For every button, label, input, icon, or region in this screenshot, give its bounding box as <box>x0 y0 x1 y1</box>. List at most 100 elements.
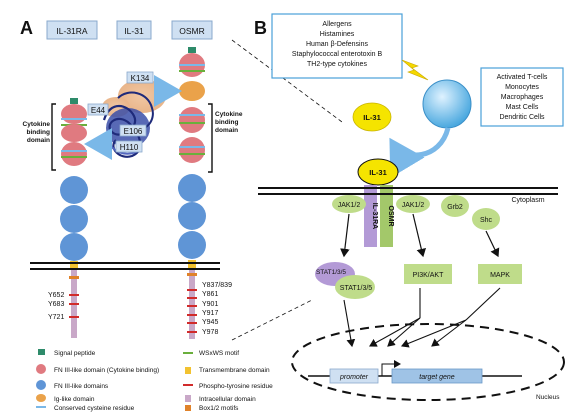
legend-item: Signal peptide <box>38 349 96 357</box>
cell-type-item: Dendritic Cells <box>499 114 545 121</box>
cell-type-item: Monocytes <box>505 84 539 91</box>
secretion-arrow <box>389 127 451 179</box>
svg-text:PI3K/AKT: PI3K/AKT <box>413 272 444 279</box>
jak-left: JAK1/2 <box>332 195 366 213</box>
nucleus-label: Nucleus <box>536 394 560 401</box>
membrane-panel-a <box>30 262 220 270</box>
immune-cell <box>422 79 472 129</box>
legend-item: Box1/2 motifs <box>185 405 239 412</box>
lightning-icon <box>401 59 429 81</box>
residue-k134: K134 <box>126 71 154 84</box>
residue-e44: E44 <box>87 103 109 116</box>
legend-swatch-transmembrane <box>185 367 191 374</box>
promoter-label: promoter <box>339 374 369 381</box>
svg-text:STAT1/3/5: STAT1/3/5 <box>340 285 373 292</box>
grb2-adaptor: Grb2 <box>441 195 469 217</box>
pi3k-akt-box: PI3K/AKT <box>404 264 452 284</box>
svg-text:JAK1/2: JAK1/2 <box>402 202 425 209</box>
panel-a-label: A <box>20 18 33 38</box>
svg-text:binding: binding <box>215 119 238 126</box>
stat-complex: STAT1/3/5 STAT1/3/5 <box>315 262 375 299</box>
svg-text:Y837/839: Y837/839 <box>202 282 232 289</box>
stimulus-item: TH2-type cytokines <box>307 61 367 68</box>
svg-text:IL-31: IL-31 <box>369 168 387 177</box>
svg-text:IL-31RA: IL-31RA <box>371 203 378 229</box>
cell-types-box: Activated T-cells Monocytes Macrophages … <box>480 67 564 127</box>
svg-text:Y917: Y917 <box>202 310 218 317</box>
target-gene-label: target gene <box>419 374 455 381</box>
svg-text:Transmembrane domain: Transmembrane domain <box>199 367 270 374</box>
cell-type-item: Activated T-cells <box>497 74 548 81</box>
tyrosines-osmr: Y837/839 Y861 Y901 Y917 Y945 Y978 <box>202 282 232 336</box>
svg-text:domain: domain <box>215 127 238 134</box>
svg-text:Cytokine: Cytokine <box>23 121 51 128</box>
legend-swatch-wsxws <box>183 352 193 354</box>
svg-text:Grb2: Grb2 <box>447 204 463 211</box>
svg-text:Shc: Shc <box>480 217 493 224</box>
legend-item: Conserved cysteine residue <box>36 405 135 412</box>
nuclear-arrows <box>343 287 501 348</box>
legend-swatch-cysteine <box>36 406 46 408</box>
legend-item: Ig-like domain <box>36 394 95 403</box>
svg-text:IL-31: IL-31 <box>363 113 381 122</box>
legend: Signal peptide FN III-like domain (Cytok… <box>36 349 273 412</box>
legend-item: FN III-like domains <box>36 380 109 390</box>
mapk-box: MAPK <box>478 264 522 284</box>
il31ra-receptor-chain <box>60 98 88 338</box>
svg-text:Intracellular domain: Intracellular domain <box>199 396 256 403</box>
svg-text:Signal peptide: Signal peptide <box>54 350 96 357</box>
svg-text:Box1/2 motifs: Box1/2 motifs <box>199 405 239 412</box>
label-osmr: OSMR <box>179 26 205 36</box>
stimulus-item: Allergens <box>322 21 352 28</box>
svg-text:Y861: Y861 <box>202 291 218 298</box>
jak-right: JAK1/2 <box>396 195 430 213</box>
il31ra-chain-b: IL-31RA <box>364 185 378 247</box>
stimulus-item: Staphylococcal enterotoxin B <box>292 51 383 58</box>
svg-text:Y901: Y901 <box>202 301 218 308</box>
svg-text:E44: E44 <box>91 106 106 115</box>
svg-text:binding: binding <box>27 129 50 136</box>
svg-text:Y683: Y683 <box>48 301 64 308</box>
dna-strand: promoter target gene <box>308 360 522 384</box>
svg-text:Y945: Y945 <box>202 319 218 326</box>
svg-text:E106: E106 <box>124 127 143 136</box>
nucleus <box>291 323 565 401</box>
svg-text:Y721: Y721 <box>48 314 64 321</box>
stimulus-item: Histamines <box>320 31 355 38</box>
cell-type-item: Mast Cells <box>506 104 539 111</box>
osmr-chain-b: OSMR <box>380 185 394 247</box>
label-il31-box: IL-31 <box>116 20 152 40</box>
residue-e106: E106 <box>119 124 147 137</box>
svg-text:Cytokine: Cytokine <box>215 111 243 118</box>
bracket-right <box>208 103 213 173</box>
legend-swatch-intracellular <box>185 395 191 402</box>
svg-text:H110: H110 <box>120 143 139 152</box>
svg-text:OSMR: OSMR <box>387 206 394 227</box>
label-il31: IL-31 <box>124 26 144 36</box>
zoom-line-bottom <box>231 299 313 341</box>
il31-bound: IL-31 <box>357 158 399 186</box>
legend-swatch-ig-domain <box>36 394 46 402</box>
panel-b-label: B <box>254 18 267 38</box>
svg-text:Ig-like domain: Ig-like domain <box>54 396 95 403</box>
svg-text:FN III-like domain (Cytokine b: FN III-like domain (Cytokine binding) <box>54 367 159 374</box>
osmr-receptor-chain <box>178 47 206 339</box>
legend-swatch-fn-domain <box>36 380 46 390</box>
svg-text:Conserved cysteine residue: Conserved cysteine residue <box>54 405 135 412</box>
svg-text:Y978: Y978 <box>202 329 218 336</box>
svg-text:K134: K134 <box>131 74 150 83</box>
svg-text:Y652: Y652 <box>48 292 64 299</box>
svg-text:Phospho-tyrosine residue: Phospho-tyrosine residue <box>199 383 273 390</box>
legend-item: WSxWS motif <box>183 350 239 357</box>
zoom-line-top <box>231 39 343 123</box>
bracket-left <box>51 103 56 171</box>
legend-swatch-signal-peptide <box>38 349 45 355</box>
cell-type-item: Macrophages <box>501 94 544 101</box>
legend-item: Intracellular domain <box>185 395 256 403</box>
svg-text:WSxWS motif: WSxWS motif <box>199 350 239 357</box>
domain-label-left: Cytokine binding domain <box>23 121 51 144</box>
legend-item: Phospho-tyrosine residue <box>183 383 273 390</box>
stimulus-item: Human β-Defensins <box>306 41 368 48</box>
tyrosines-il31ra: Y652 Y683 Y721 <box>48 292 64 321</box>
legend-swatch-box-motifs <box>185 405 191 411</box>
